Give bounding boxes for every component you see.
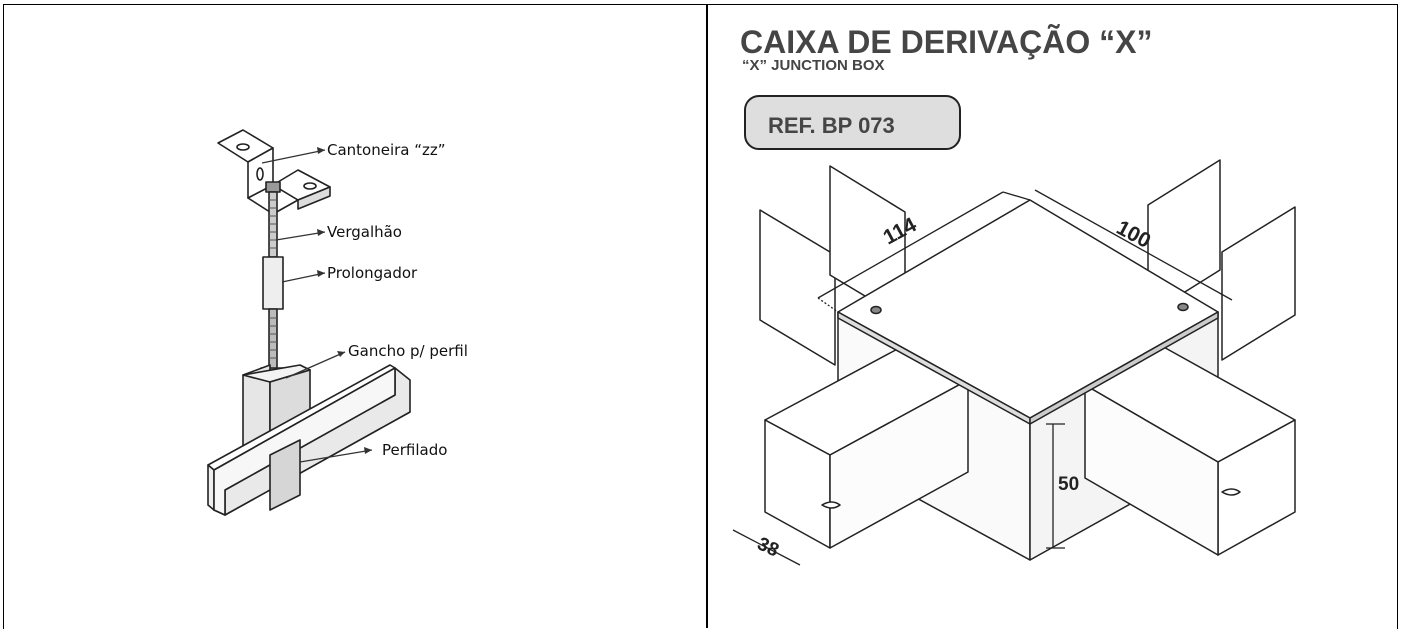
table-frame — [3, 4, 1398, 629]
angle-bracket-drawing — [217, 129, 331, 215]
suspension-assembly-diagram: Cantoneira “zz” Vergalhão Prolongador Ga… — [207, 129, 468, 516]
label-vergalhao: Vergalhão — [327, 223, 402, 241]
label-cantoneira: Cantoneira “zz” — [327, 141, 446, 159]
label-perfilado: Perfilado — [382, 441, 447, 459]
label-prolongador: Prolongador — [327, 264, 418, 282]
column-divider — [706, 4, 708, 628]
channel-profile-drawing — [207, 364, 411, 516]
label-gancho: Gancho p/ perfil — [348, 342, 468, 360]
